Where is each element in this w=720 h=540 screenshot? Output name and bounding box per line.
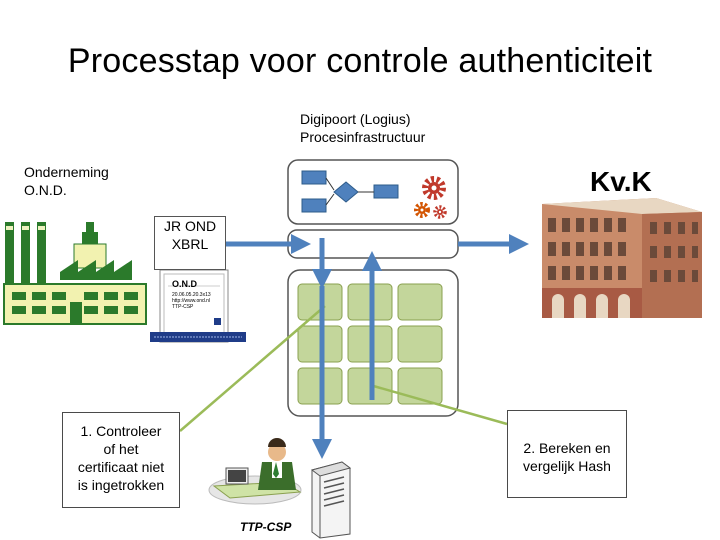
process-box — [287, 159, 459, 225]
report-line2: XBRL — [171, 236, 209, 252]
report-doc-title: O.N.D — [172, 279, 198, 289]
callout-left-line4: is ingetrokken — [77, 477, 165, 493]
callout-compare-hash: 2. Bereken en vergelijk Hash — [507, 410, 627, 498]
company-label: Onderneming O.N.D. — [24, 163, 109, 199]
callout-left-line3: certificaat niet — [77, 459, 165, 475]
factory-icon — [3, 222, 147, 325]
slide-title: Processtap voor controle authenticiteit — [67, 42, 653, 80]
report-label-box: JR OND XBRL — [154, 216, 226, 270]
digipoort-label: Digipoort (Logius) Procesinfrastructuur — [300, 110, 425, 146]
pointer-line-right — [369, 383, 508, 426]
callout-left-line2: of het — [103, 441, 139, 457]
company-line1: Onderneming — [24, 164, 109, 180]
person-at-desk-icon — [208, 438, 302, 505]
callout-check-certificate: 1. Controleer of het certificaat niet is… — [62, 412, 180, 508]
callout-right-line1: 2. Bereken en — [523, 440, 611, 456]
digipoort-line2: Procesinfrastructuur — [300, 129, 426, 145]
report-doc-line1: 20.06.05.20.3x13 — [172, 292, 211, 298]
company-line2: O.N.D. — [24, 182, 67, 198]
server-icon — [310, 461, 352, 539]
kvk-label: Kv.K — [590, 166, 652, 197]
digipoort-line1: Digipoort (Logius) — [300, 111, 411, 127]
kvk-building-icon — [542, 198, 702, 318]
gears-icon — [414, 176, 447, 219]
report-doc-line2: http://www.ond.nl — [172, 298, 211, 304]
callout-right-line2: vergelijk Hash — [523, 458, 611, 474]
pointer-line-left — [179, 305, 326, 432]
callout-left-line1: 1. Controleer — [80, 423, 162, 439]
report-doc-lines: 20.06.05.20.3x13 http://www.ond.nl TTP-C… — [172, 292, 211, 310]
transport-box — [287, 229, 459, 259]
report-doc-line3: TTP-CSP — [172, 304, 194, 310]
ttp-csp-label: TTP-CSP — [240, 520, 292, 534]
report-card: JR OND XBRL O.N.D 20.06.05.20.3x13 http:… — [154, 216, 234, 346]
report-document-icon — [150, 269, 246, 343]
report-line1: JR OND — [163, 218, 217, 234]
